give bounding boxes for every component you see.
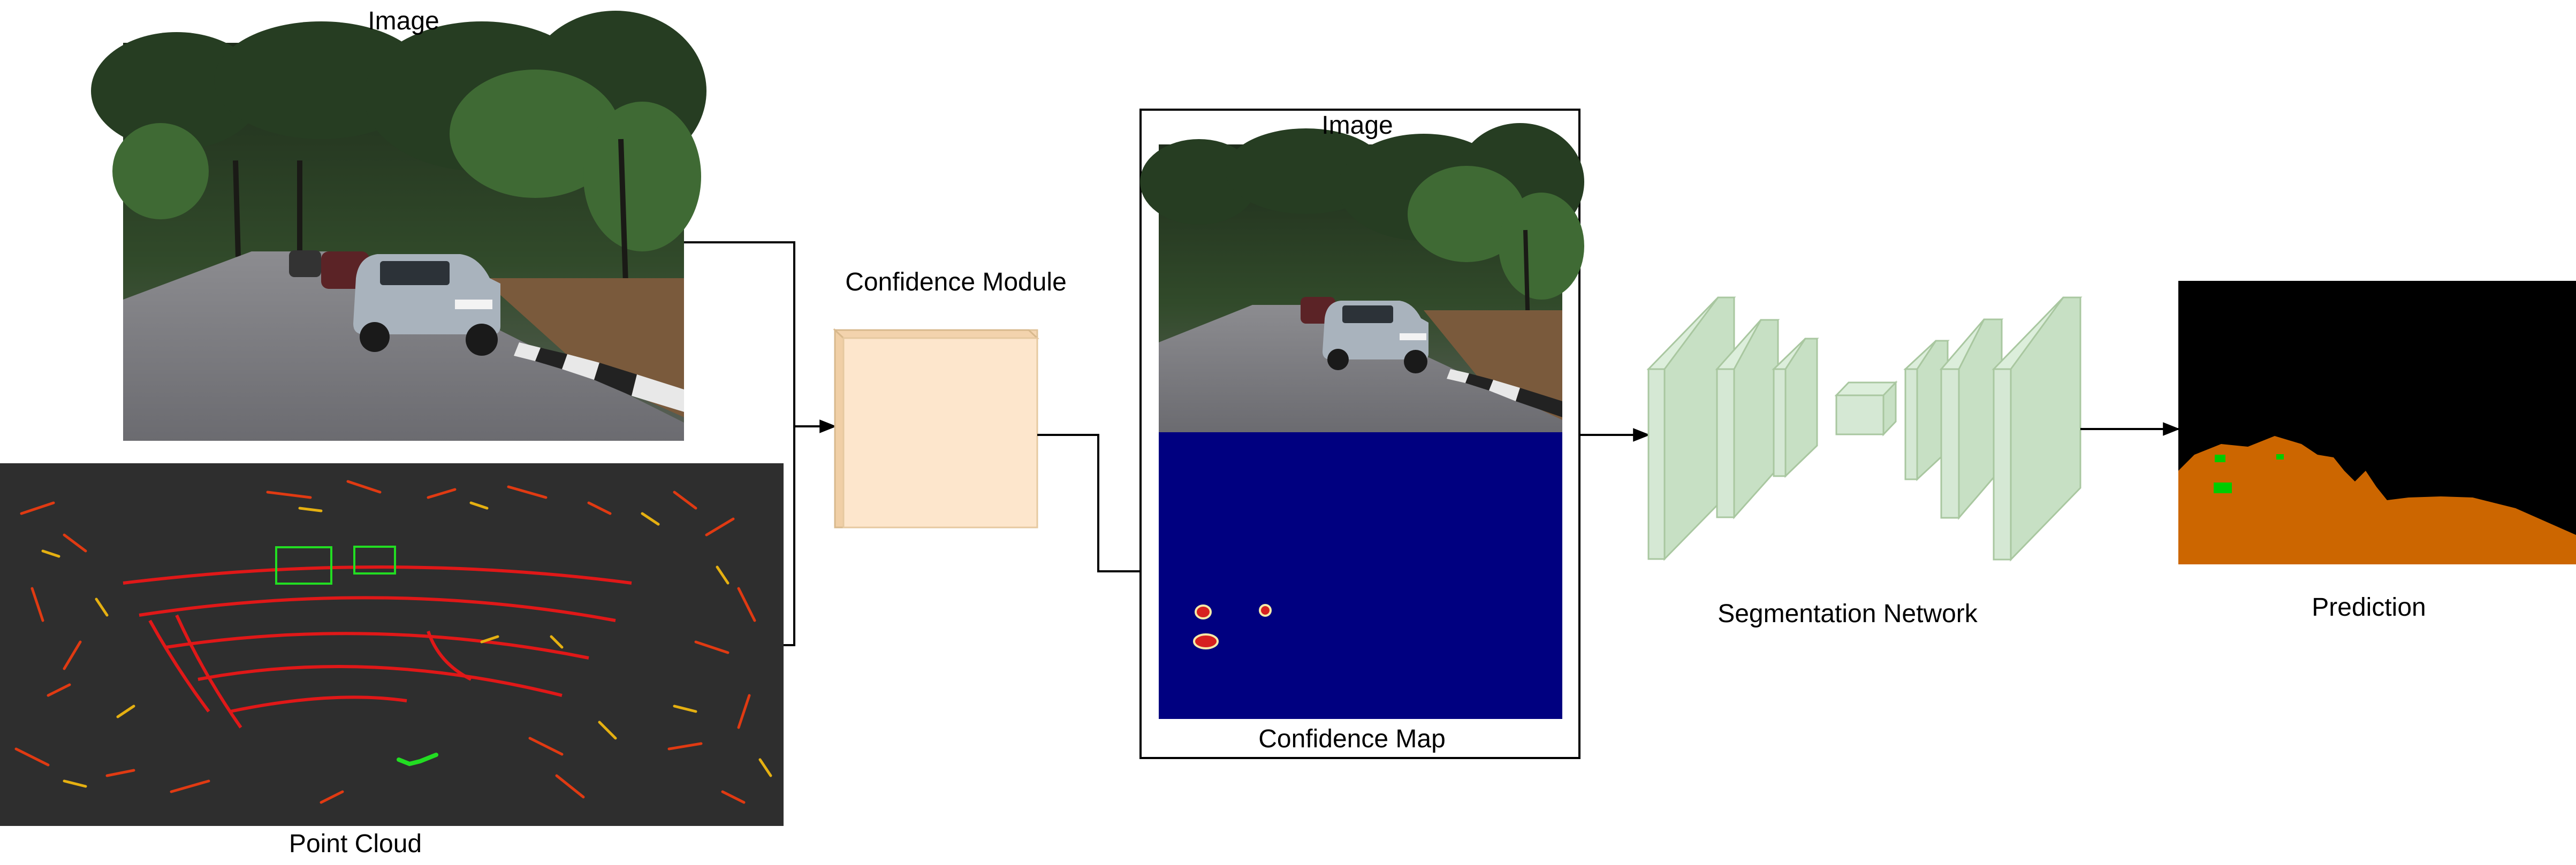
prediction-image — [2178, 281, 2576, 564]
confidence-module-label: Confidence Module — [845, 268, 1067, 296]
segmentation-network-label: Segmentation Network — [1718, 600, 1978, 628]
segmentation-network-block — [1646, 296, 2083, 562]
prediction-label: Prediction — [2312, 593, 2426, 622]
input-street-image — [91, 11, 706, 441]
module-to-map-arrow — [1037, 434, 1161, 578]
confidence-module-block — [833, 328, 1039, 529]
point-cloud-label: Point Cloud — [289, 830, 422, 858]
confidence-map-image — [1159, 432, 1562, 719]
fused-image-label: Image — [1321, 111, 1393, 140]
fused-street-image — [1140, 123, 1584, 432]
point-cloud-image — [0, 463, 784, 826]
confidence-map-label: Confidence Map — [1258, 725, 1446, 753]
input-image-label: Image — [368, 7, 439, 35]
input-merge-connector — [684, 241, 837, 646]
